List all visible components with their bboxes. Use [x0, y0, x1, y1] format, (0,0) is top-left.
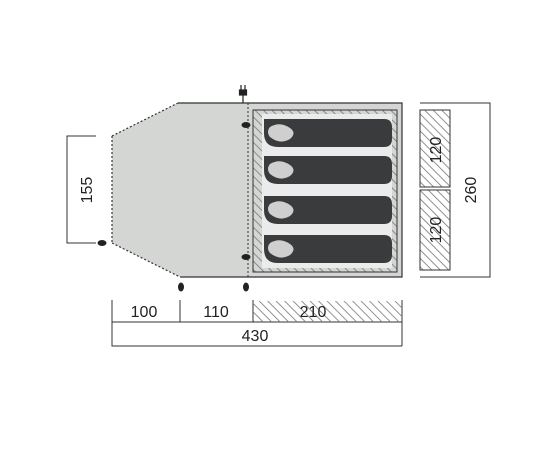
- bay-hatch-top: [419, 109, 451, 188]
- sleeping-bag-icon: [268, 240, 294, 258]
- dimension-label-120-bottom: 120: [428, 217, 445, 244]
- dimension-bracket-155: [66, 135, 96, 244]
- dimension-bracket-260: [420, 102, 491, 278]
- bay-hatch-bottom: [419, 189, 451, 271]
- pole-peg-icon: [241, 254, 251, 260]
- dimension-label-155: 155: [79, 177, 96, 204]
- pole-peg-icon: [243, 282, 249, 292]
- inner-length-hatch: [253, 301, 402, 322]
- sleeping-bag-icon: [268, 201, 294, 219]
- pole-peg-icon: [178, 282, 184, 292]
- sleeping-bag-icon: [268, 161, 294, 179]
- pole-peg-icon: [241, 122, 251, 128]
- sleeping-bag-1: [264, 119, 392, 147]
- floor-outline: [178, 102, 403, 278]
- sleeping-bag-4: [264, 235, 392, 263]
- dimension-label-430: 430: [242, 328, 269, 345]
- dimension-bracket-430: [111, 322, 402, 347]
- door-edge-bottom: [111, 242, 181, 278]
- sleeping-bag-2: [264, 156, 392, 184]
- sleeping-bag-3: [264, 196, 392, 224]
- door-edge-top: [111, 102, 179, 137]
- dimension-label-210: 210: [300, 304, 327, 321]
- power-plug-icon: [238, 85, 248, 103]
- dimension-label-110: 110: [203, 304, 229, 321]
- dimension-label-100: 100: [131, 304, 158, 321]
- pole-peg-icon: [97, 240, 107, 246]
- sleeping-bag-icon: [268, 124, 294, 142]
- dimension-label-260: 260: [463, 177, 480, 204]
- dimension-label-120-top: 120: [428, 137, 445, 164]
